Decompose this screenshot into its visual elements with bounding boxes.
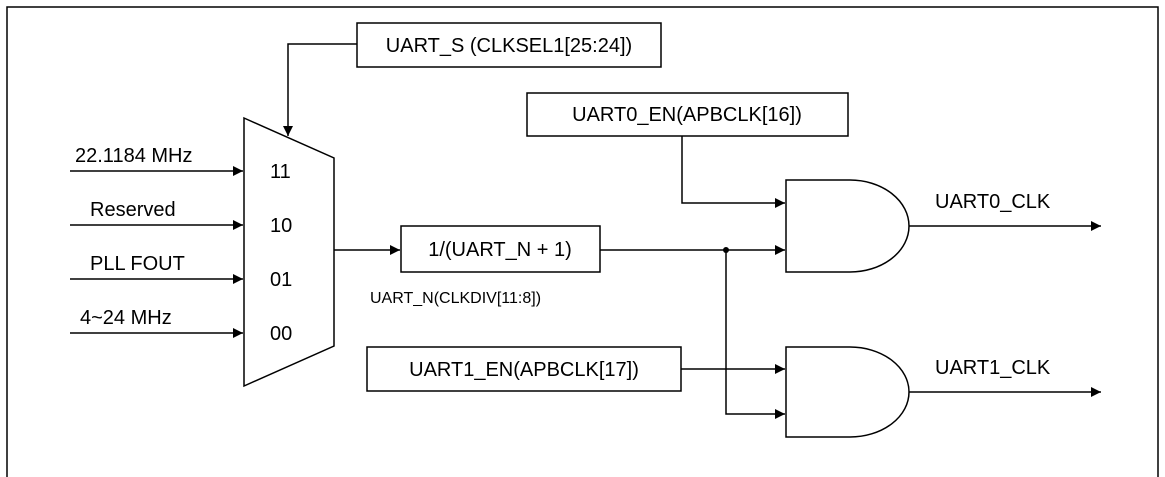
input-label-reserved: Reserved <box>90 199 176 221</box>
mux-select-01: 01 <box>270 269 292 291</box>
mux-select-11: 11 <box>270 161 291 183</box>
input-label-pll: PLL FOUT <box>90 253 185 275</box>
uart0-and-gate <box>785 179 910 273</box>
uart0-output-label: UART0_CLK <box>935 191 1051 213</box>
mux-select-box <box>356 22 662 68</box>
divider-label: 1/(UART_N + 1) <box>428 239 572 261</box>
uart0-enable-wire <box>681 136 785 208</box>
input-label-hxt: 4~24 MHz <box>80 307 172 329</box>
uart1-enable-label: UART1_EN(APBCLK[17]) <box>409 359 639 381</box>
divider-box <box>400 225 601 273</box>
uart0-enable-box <box>526 92 849 137</box>
uart0-enable-label: UART0_EN(APBCLK[16]) <box>572 104 802 126</box>
input-label-22m: 22.1184 MHz <box>75 145 192 167</box>
uart1-and-gate <box>785 346 910 438</box>
clock-source-mux <box>243 116 335 388</box>
uart1-clock-wire <box>725 250 785 419</box>
mux-select-10: 10 <box>270 215 292 237</box>
mux-select-label: UART_S (CLKSEL1[25:24]) <box>386 35 632 57</box>
uart1-enable-box <box>366 346 682 392</box>
uart1-output-label: UART1_CLK <box>935 357 1051 379</box>
mux-select-wire <box>283 43 357 136</box>
mux-select-00: 00 <box>270 323 292 345</box>
divider-register-label: UART_N(CLKDIV[11:8]) <box>370 290 541 307</box>
diagram-frame <box>6 6 1159 477</box>
